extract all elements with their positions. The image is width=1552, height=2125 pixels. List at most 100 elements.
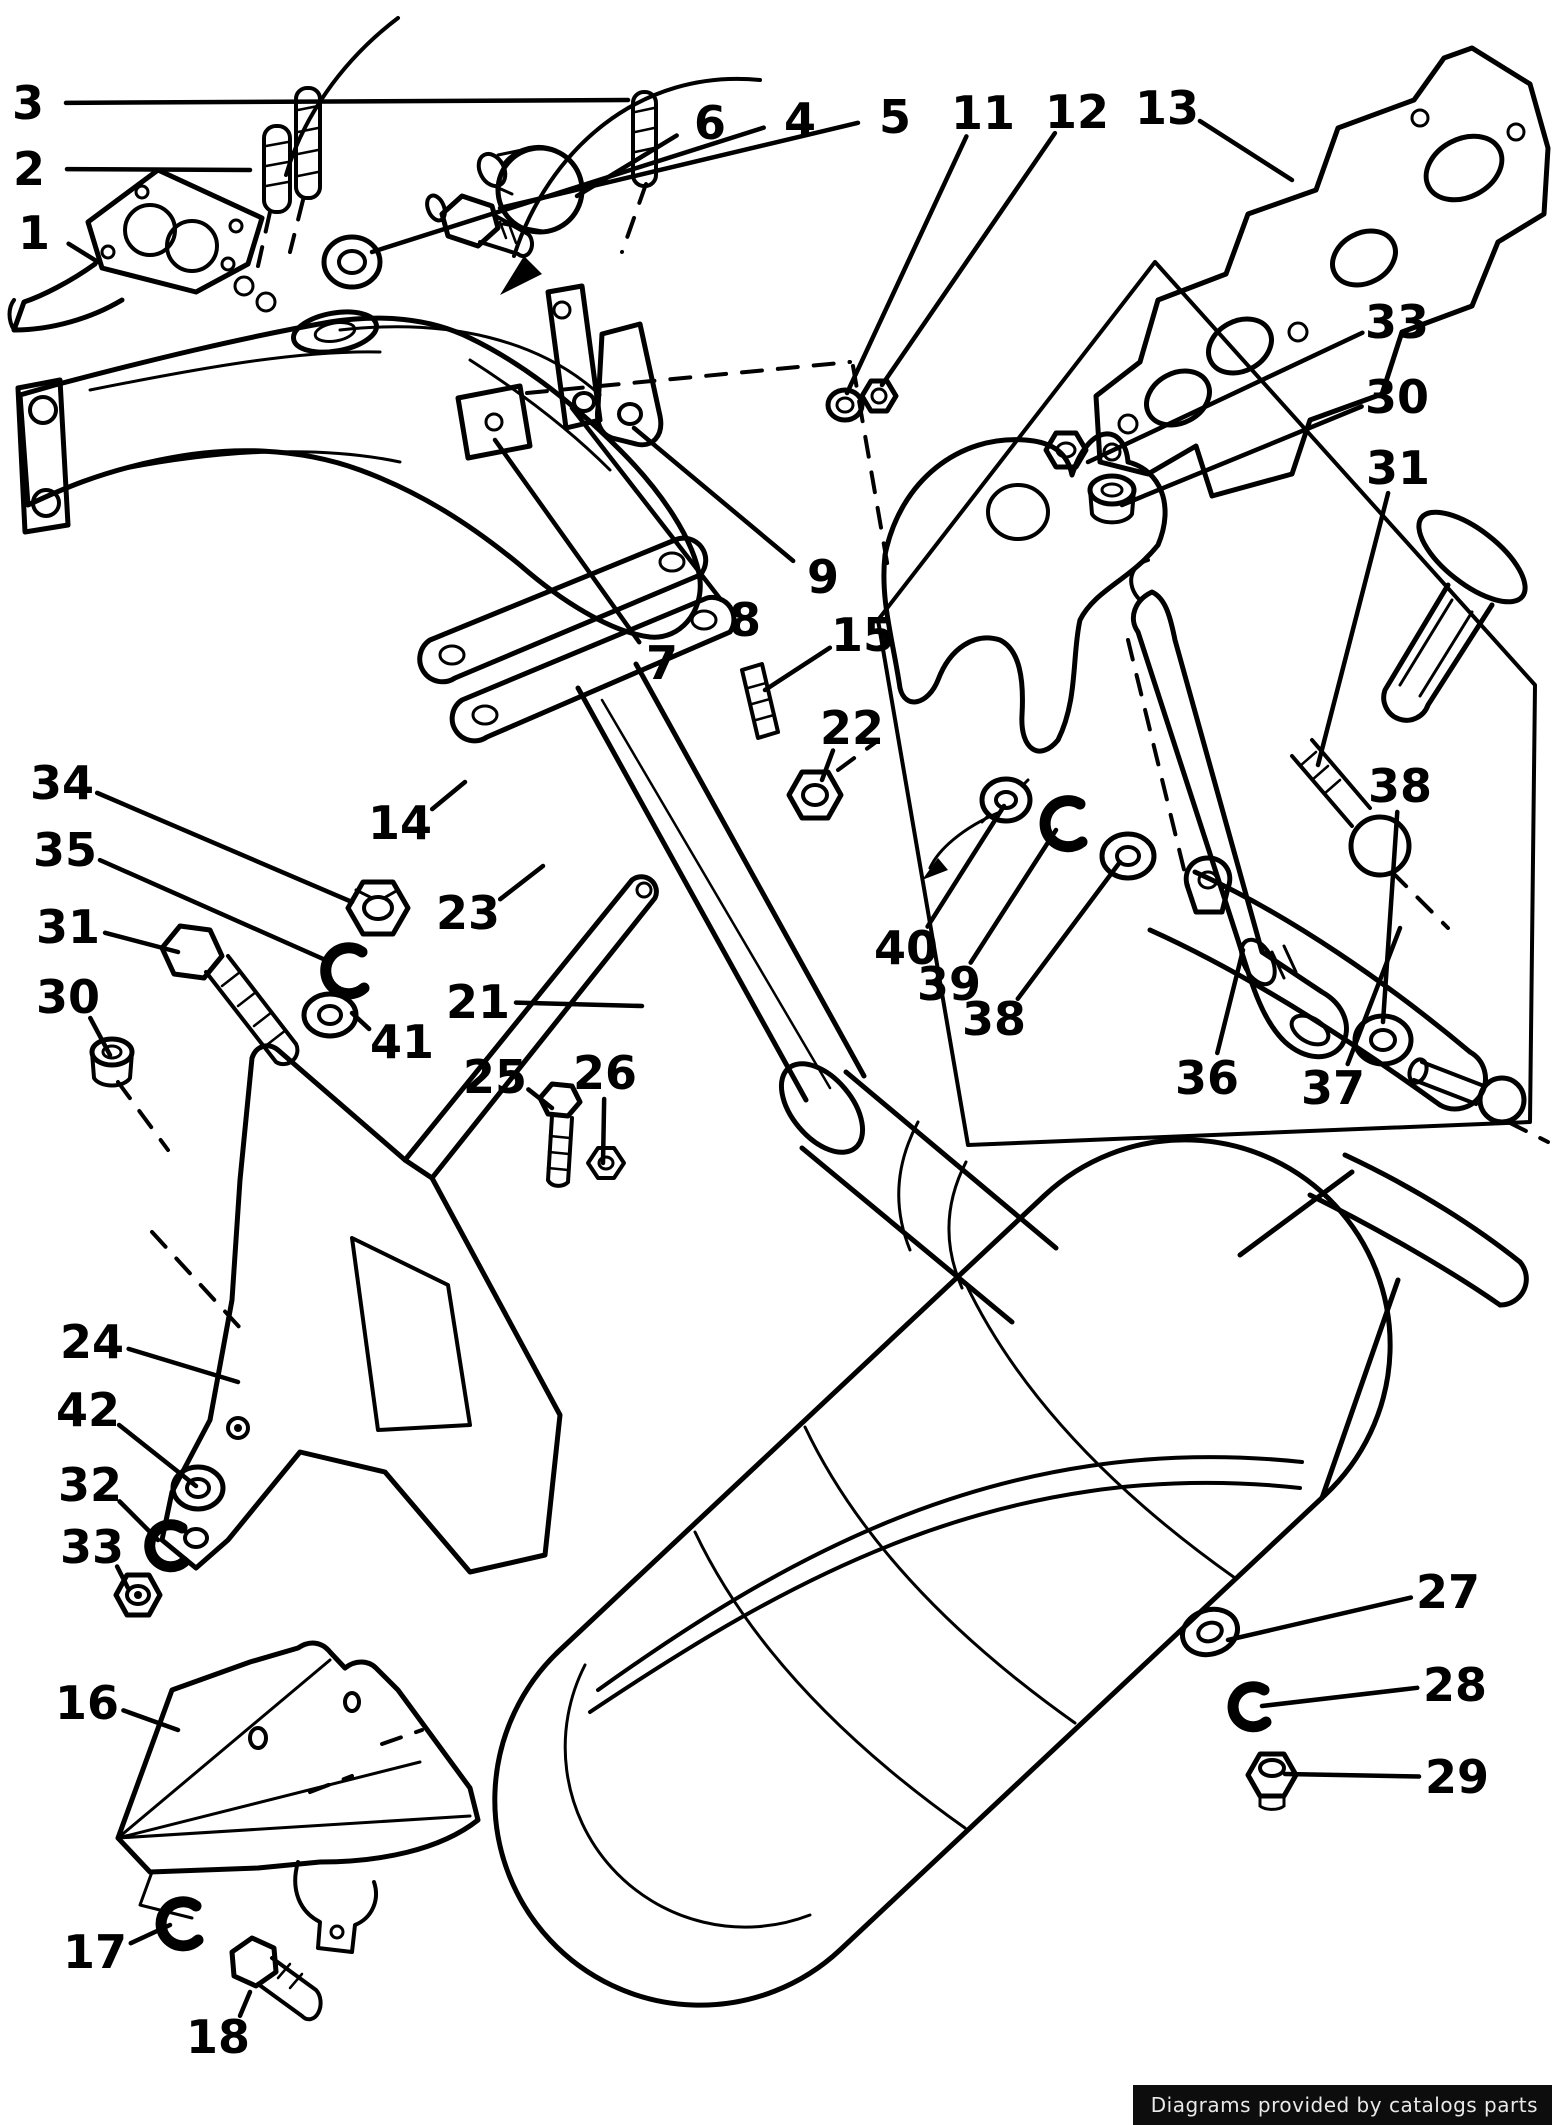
leader-line-37 [1345, 925, 1403, 1067]
part-label-18: 18 [186, 2010, 250, 2064]
bolt-part-18 [229, 1935, 323, 2022]
leader-line-27 [1225, 1595, 1414, 1643]
manifold-flange-part-1 [7, 167, 277, 333]
clip-part-39-target [1039, 795, 1088, 853]
part-label-22: 22 [820, 701, 884, 755]
nut-part-22 [786, 769, 844, 821]
washer-part-42 [170, 1464, 226, 1512]
leader-line-11 [844, 134, 969, 396]
part-label-31: 31 [1366, 441, 1430, 495]
stud-part-15 [740, 662, 780, 740]
part-label-13: 13 [1135, 81, 1199, 135]
part-label-7: 7 [646, 636, 678, 690]
insert-arrow [922, 810, 1002, 880]
bushing-part-30-target [1087, 473, 1137, 525]
part-label-14: 14 [368, 796, 432, 850]
manifold-gasket-part-13 [1093, 45, 1551, 499]
part-label-30: 30 [36, 970, 100, 1024]
leader-line-26 [600, 1096, 607, 1166]
nut-part-33-target [1043, 430, 1089, 470]
part-label-2: 2 [13, 142, 45, 196]
plate-part-7 [455, 383, 533, 461]
leader-line-33 [114, 1564, 131, 1591]
leader-line-38 [1015, 859, 1123, 1001]
part-label-33: 33 [60, 1520, 124, 1574]
nut-part-33-left [113, 1572, 163, 1618]
leader-line-9 [631, 425, 796, 564]
leader-line-1 [66, 241, 101, 265]
part-label-12: 12 [1045, 85, 1109, 139]
part-label-27: 27 [1416, 1565, 1480, 1619]
washer-part-41 [301, 991, 359, 1039]
part-label-33: 33 [1365, 295, 1429, 349]
bolt-right-target [1407, 1057, 1527, 1125]
fork-bracket [881, 431, 1168, 754]
nut-part-12 [859, 378, 899, 414]
nut-part-29-target [1245, 1751, 1299, 1811]
part-label-26: 26 [573, 1046, 637, 1100]
part-label-8: 8 [729, 593, 761, 647]
leader-line-32 [117, 1499, 161, 1543]
leader-line-6 [574, 133, 679, 199]
leader-line-18 [237, 1989, 253, 2019]
dashed-lines [116, 182, 1550, 1332]
washer-part-27-target [1180, 1606, 1240, 1658]
rubber-hanger [1381, 509, 1528, 723]
leader-line-17 [128, 1922, 173, 1946]
part-label-30: 30 [1365, 370, 1429, 424]
hanger-arm [1129, 558, 1349, 1060]
bolt-part-25 [537, 1081, 583, 1188]
part-label-6: 6 [694, 96, 726, 150]
part-label-36: 36 [1175, 1051, 1239, 1105]
part-label-34: 34 [30, 756, 94, 810]
leader-line-39 [968, 827, 1059, 965]
leader-line-15 [762, 645, 833, 693]
leader-line-14 [429, 779, 468, 812]
leader-line-7 [492, 437, 642, 645]
stud-part-2 [262, 124, 292, 214]
pointer-arrow [284, 16, 762, 295]
part-label-40: 40 [874, 921, 938, 975]
leader-line-31 [1315, 490, 1391, 768]
part-label-11: 11 [951, 86, 1015, 140]
leader-line-34 [94, 790, 355, 905]
part-label-42: 42 [56, 1383, 120, 1437]
part-label-21: 21 [446, 975, 510, 1029]
flange-clamp-part-23 [417, 535, 737, 744]
grommet-part-38-target-b [1099, 831, 1157, 881]
part-label-29: 29 [1425, 1750, 1489, 1804]
clip-part-28-target [1227, 1681, 1272, 1733]
clip-part-35 [320, 942, 370, 1000]
leader-line-41 [349, 1010, 372, 1032]
muffler-tail-cone [1237, 1152, 1529, 1501]
leader-line-21 [513, 1000, 645, 1009]
part-label-41: 41 [370, 1015, 434, 1069]
leader-line-25 [526, 1087, 555, 1111]
leader-line-23 [497, 863, 546, 902]
nut-part-34 [345, 879, 411, 937]
leader-line-3 [63, 97, 631, 106]
leader-line-22 [819, 748, 836, 783]
exhaust-manifold-part-14 [15, 309, 703, 640]
clip-part-17 [155, 1896, 204, 1952]
part-label-5: 5 [879, 90, 911, 144]
footer-credit-text: Diagrams provided by catalogs parts [1150, 2093, 1538, 2117]
clip-part-32 [144, 1519, 190, 1573]
leader-line-33 [1085, 330, 1365, 465]
part-label-3: 3 [12, 76, 44, 130]
bolt-part-31-left [159, 923, 300, 1067]
leader-line-42 [116, 1422, 199, 1489]
hanger-bracket-part-24 [159, 874, 659, 1575]
leader-line-16 [121, 1708, 181, 1733]
downpipe-part-21 [575, 661, 867, 1103]
washer-part-4 [321, 234, 383, 290]
leader-line-31 [102, 930, 181, 955]
leader-line-29 [1282, 1771, 1422, 1779]
footer-credit-bar: Diagrams provided by catalogs parts [1132, 2085, 1552, 2125]
part-label-32: 32 [58, 1458, 122, 1512]
leader-line-35 [97, 857, 333, 965]
part-label-39: 39 [917, 957, 981, 1011]
